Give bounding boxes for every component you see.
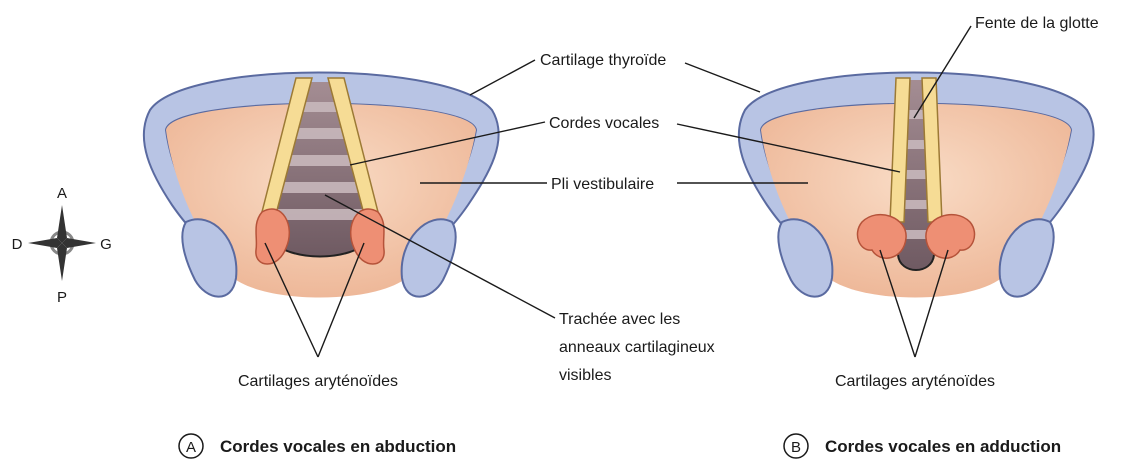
compass-posterior-label: P — [57, 289, 67, 306]
label-arytenoides-b: Cartilages aryténoïdes — [835, 373, 995, 390]
label-cartilage-thyroide: Cartilage thyroïde — [540, 52, 666, 69]
label-trachee-2: anneaux cartilagineux — [559, 339, 715, 356]
label-arytenoides-a: Cartilages aryténoïdes — [238, 373, 398, 390]
label-cordes-vocales: Cordes vocales — [549, 115, 659, 132]
label-fente-glotte: Fente de la glotte — [975, 15, 1099, 32]
label-pli-vestibulaire: Pli vestibulaire — [551, 176, 654, 193]
panel-a-larynx — [144, 73, 499, 298]
compass-left-label: G — [100, 236, 112, 253]
compass-anterior-label: A — [57, 185, 67, 202]
caption-b: B Cordes vocales en adduction — [784, 434, 1061, 458]
compass-rose: A P D G — [12, 185, 112, 306]
caption-b-letter: B — [791, 439, 801, 456]
panel-b-larynx — [739, 73, 1094, 298]
caption-a-text: Cordes vocales en abduction — [220, 437, 456, 456]
compass-right-label: D — [12, 236, 23, 253]
caption-a-letter: A — [186, 439, 196, 456]
caption-b-text: Cordes vocales en adduction — [825, 437, 1061, 456]
label-trachee-3: visibles — [559, 367, 611, 384]
caption-a: A Cordes vocales en abduction — [179, 434, 456, 458]
label-trachee-1: Trachée avec les — [559, 311, 680, 328]
